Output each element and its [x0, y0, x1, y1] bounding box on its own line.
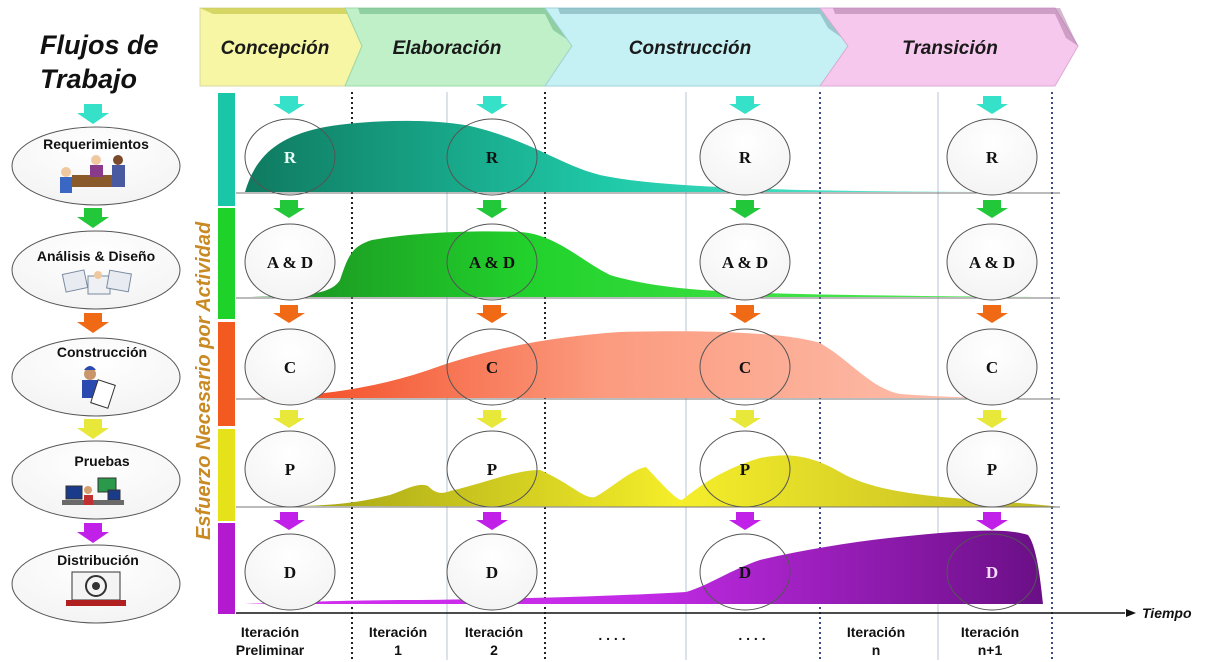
circle-label-p-4: P	[987, 460, 997, 479]
workflow-label-requerimientos: Requerimientos	[43, 136, 149, 152]
circle-label-ad-1: A & D	[267, 253, 313, 272]
pruebas-effort-area	[300, 455, 1060, 507]
circle-label-ad-2: A & D	[469, 253, 515, 272]
workflow-color-bar	[218, 93, 235, 614]
phase-label-construccion: Construcción	[629, 38, 751, 59]
circle-label-c-1: C	[284, 358, 296, 377]
iteration-label-1a: Iteración	[241, 624, 299, 640]
iteration-label-1b: Preliminar	[236, 642, 305, 658]
workflow-label-pruebas: Pruebas	[74, 453, 129, 469]
effort-axis-label: Esfuerzo Necesario por Actividad	[193, 221, 215, 540]
workflow-oval-analisis	[12, 231, 180, 309]
iteration-label-2b: 1	[394, 642, 402, 658]
circle-label-d-4: D	[986, 563, 998, 582]
circle-label-c-2: C	[486, 358, 498, 377]
circle-label-ad-4: A & D	[969, 253, 1015, 272]
phase-construccion: Construcción	[545, 8, 848, 86]
down-arrow-icon	[77, 104, 109, 124]
down-arrow-icon	[77, 208, 109, 228]
circle-label-p-1: P	[285, 460, 295, 479]
circle-label-d-2: D	[486, 563, 498, 582]
iteration-label-2a: Iteración	[369, 624, 427, 640]
circle-label-c-4: C	[986, 358, 998, 377]
iteration-label-7b: n+1	[978, 642, 1003, 658]
iteration-label-7a: Iteración	[961, 624, 1019, 640]
circle-label-r-1: R	[284, 148, 297, 167]
workflow-label-construccion: Construcción	[57, 344, 147, 360]
down-arrow-icon	[77, 523, 109, 543]
circle-label-p-2: P	[487, 460, 497, 479]
iteration-label-6b: n	[872, 642, 881, 658]
workflow-label-distribucion: Distribución	[57, 552, 139, 568]
workflow-list: Requerimientos Análisis & Diseño Constru…	[12, 104, 180, 623]
construccion-effort-area	[255, 331, 1020, 398]
circle-label-c-3: C	[739, 358, 751, 377]
design-documents-icon	[62, 270, 131, 294]
title-line-2: Trabajo	[40, 64, 137, 94]
down-arrow-icon	[77, 313, 109, 333]
page-title: Flujos de Trabajo	[40, 30, 159, 94]
circle-label-r-2: R	[486, 148, 499, 167]
circle-label-r-4: R	[986, 148, 999, 167]
workflow-label-analisis: Análisis & Diseño	[37, 248, 155, 264]
phase-label-concepcion: Concepción	[221, 38, 330, 59]
iteration-label-4a: . . . .	[598, 627, 625, 643]
circle-label-ad-3: A & D	[722, 253, 768, 272]
distribucion-effort-area	[245, 531, 1043, 604]
iteration-labels: Iteración Preliminar Iteración 1 Iteraci…	[236, 624, 1019, 658]
iteration-label-6a: Iteración	[847, 624, 905, 640]
circle-label-d-3: D	[739, 563, 751, 582]
circle-label-d-1: D	[284, 563, 296, 582]
target-icon	[66, 572, 126, 606]
down-arrow-icon	[77, 419, 109, 439]
phase-label-transicion: Transición	[902, 38, 998, 59]
iteration-label-3b: 2	[490, 642, 498, 658]
phase-label-elaboracion: Elaboración	[393, 38, 502, 59]
time-axis: Tiempo	[236, 605, 1192, 621]
phase-elaboracion: Elaboración	[345, 8, 572, 86]
requerimientos-effort-area	[245, 121, 1050, 192]
effort-curves	[236, 121, 1060, 604]
circle-label-p-3: P	[740, 460, 750, 479]
iteration-label-5a: . . . .	[738, 627, 765, 643]
time-axis-label: Tiempo	[1142, 605, 1192, 621]
circle-label-r-3: R	[739, 148, 752, 167]
phase-concepcion: Concepción	[200, 8, 362, 86]
phase-banners: Concepción Elaboración Construcción Tran…	[200, 8, 1078, 86]
iteration-label-3a: Iteración	[465, 624, 523, 640]
phase-transicion: Transición	[820, 8, 1078, 86]
title-line-1: Flujos de	[40, 30, 159, 60]
